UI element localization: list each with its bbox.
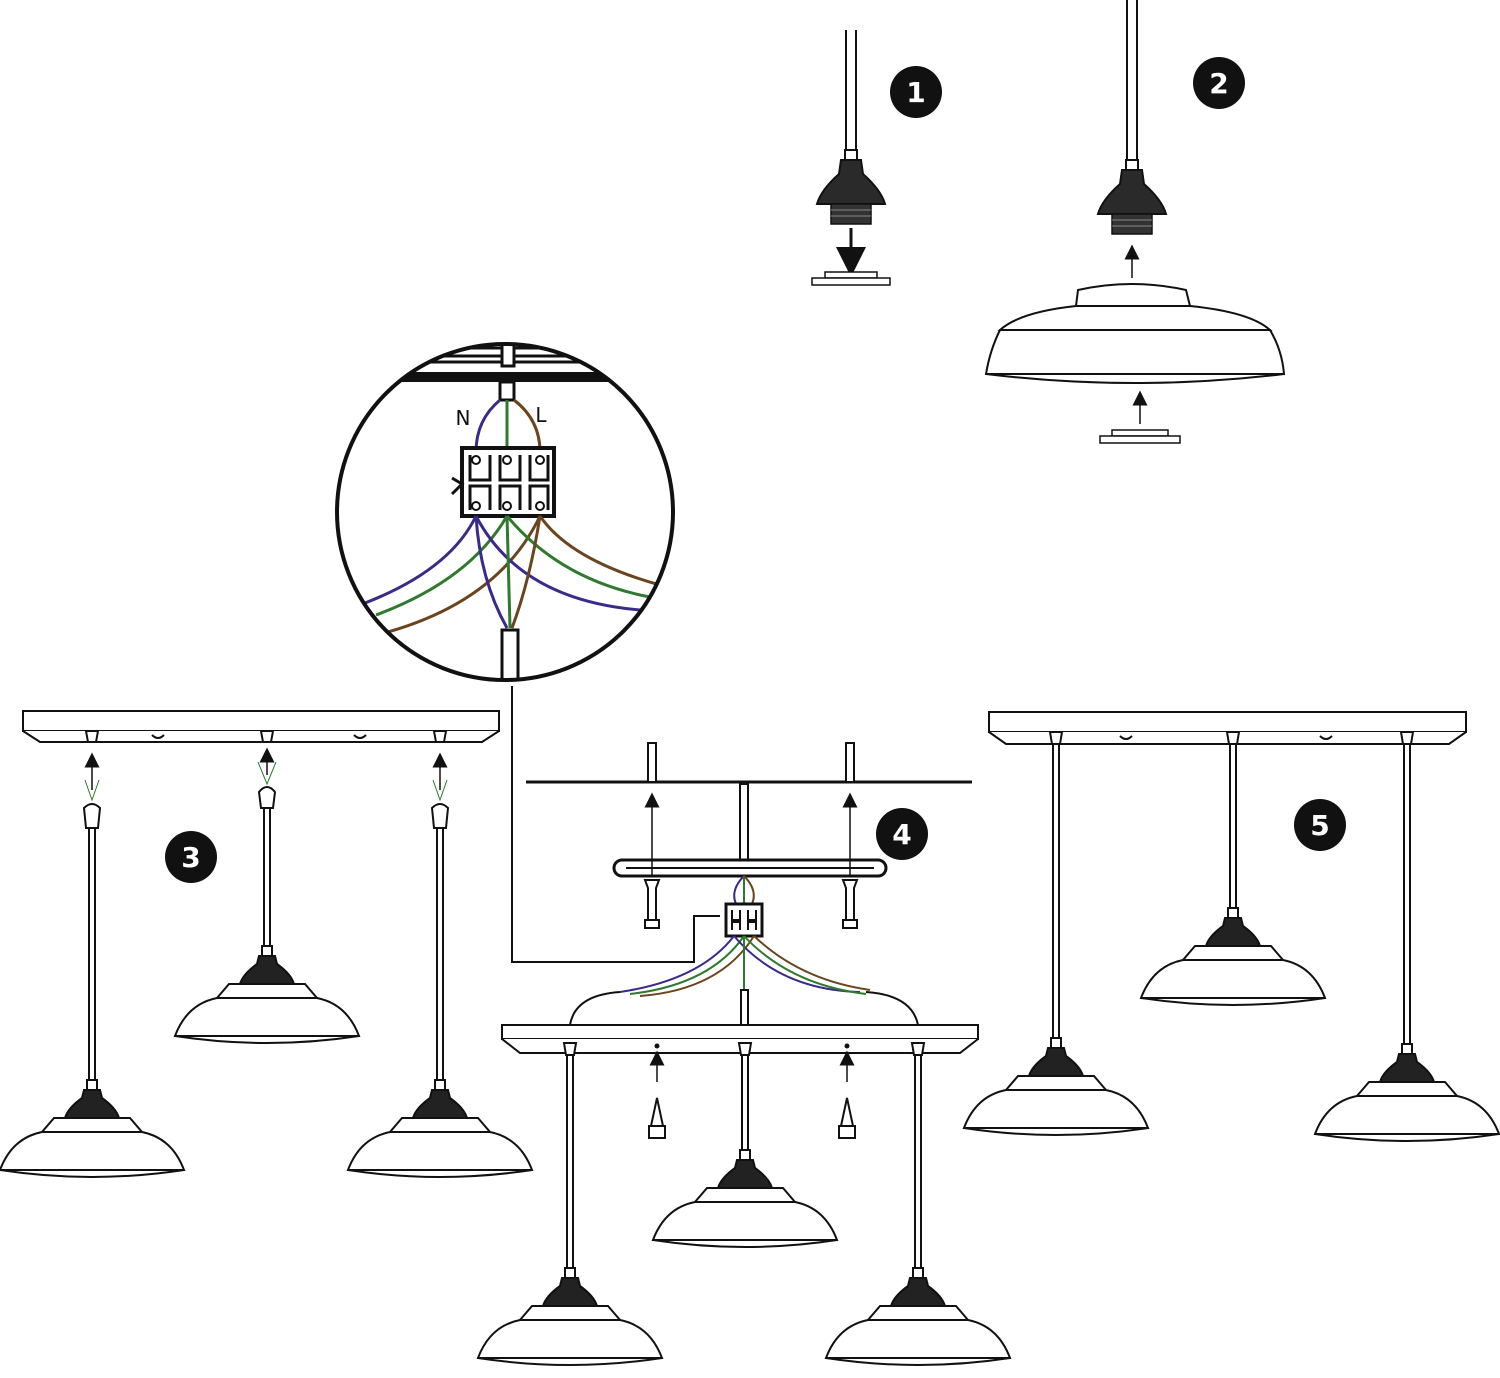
lamp-holder-icon xyxy=(1097,159,1167,235)
pendant-shade-icon xyxy=(347,1079,533,1178)
pendant-shade-icon xyxy=(825,1267,1011,1366)
wiring-detail: N L xyxy=(335,342,720,963)
step-1-group: 1 xyxy=(811,30,942,286)
pendant-shade-icon xyxy=(963,1037,1149,1136)
step-number-3: 3 xyxy=(181,841,200,874)
ceiling-bar-icon xyxy=(22,710,500,732)
step-badge-3 xyxy=(165,831,217,883)
ceiling-bar-icon xyxy=(988,711,1467,733)
step-4-group: 4 xyxy=(477,742,1011,1366)
step-number-4: 4 xyxy=(892,818,911,851)
pendant-shade-icon xyxy=(652,1149,838,1248)
wall-plug-icon xyxy=(649,1097,665,1127)
detail-leader-line xyxy=(511,686,720,963)
step-badge-5 xyxy=(1294,799,1346,851)
screw-icon xyxy=(841,879,859,929)
step-badge-2 xyxy=(1193,57,1245,109)
terminal-block-icon xyxy=(724,902,764,938)
ceiling-bar-icon xyxy=(501,1024,979,1040)
pendant-shade-icon xyxy=(174,945,360,1044)
live-label: L xyxy=(535,403,547,427)
step-3-group: 3 xyxy=(0,710,533,1178)
step-badge-4 xyxy=(876,808,928,860)
pendant-shade-icon xyxy=(1140,907,1326,1006)
lamp-holder-icon xyxy=(816,149,886,225)
pendant-shade-icon xyxy=(0,1079,185,1178)
step-badge-1 xyxy=(890,66,942,118)
pendant-shade-icon xyxy=(1314,1043,1500,1142)
neutral-label: N xyxy=(456,406,471,430)
pendant-shade-icon xyxy=(477,1267,663,1366)
screw-icon xyxy=(643,879,661,929)
step-number-1: 1 xyxy=(906,76,925,109)
step-2-group: 2 xyxy=(984,0,1286,444)
step-5-group: 5 xyxy=(963,711,1500,1142)
neutral-wire xyxy=(474,398,501,453)
step-number-5: 5 xyxy=(1310,809,1329,842)
step-number-2: 2 xyxy=(1209,67,1228,100)
detail-circle xyxy=(335,342,675,682)
terminal-block-icon xyxy=(450,446,556,518)
wall-plug-icon xyxy=(839,1097,855,1127)
